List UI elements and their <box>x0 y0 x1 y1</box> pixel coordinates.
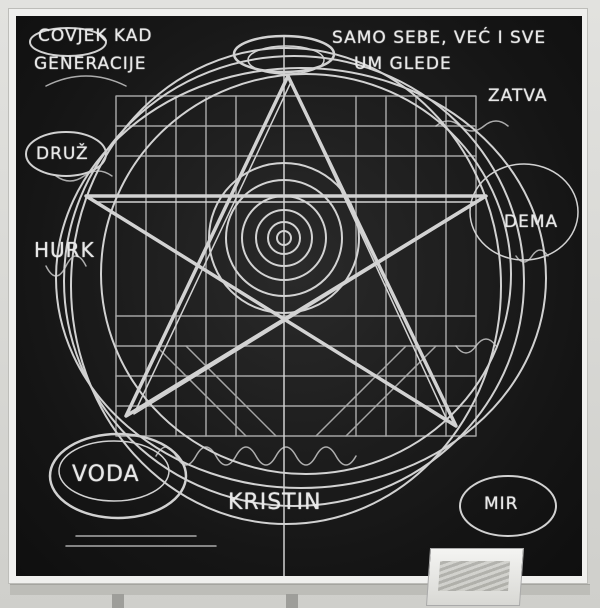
chalk-text-druz: DRUŽ <box>36 144 89 164</box>
chalk-grid <box>115 95 477 437</box>
chalk-tray <box>10 584 590 595</box>
eraser <box>425 548 525 606</box>
chalk-text-kristin: KRISTIN <box>228 490 322 515</box>
ellipse-druz <box>25 131 107 177</box>
chalk-drawing <box>25 27 579 576</box>
outer-circles <box>55 47 547 525</box>
chalk-text-samo-sebe: SAMO SEBE, VEĆ I SVE <box>332 28 547 48</box>
chalkboard: COVJEK KAD SAMO SEBE, VEĆ I SVE GENERACI… <box>16 16 582 576</box>
chalk-text-voda: VODA <box>72 462 140 487</box>
ellipse-mir <box>459 475 557 537</box>
chalk-text-zatva: ZATVA <box>488 86 548 106</box>
ellipse-covjek <box>29 27 107 57</box>
chalk-text-hurk: HURK <box>34 238 95 262</box>
stand-leg <box>112 594 124 608</box>
chalk-scribbles <box>45 75 549 547</box>
stand-leg <box>286 594 298 608</box>
chalk-text-dema: DEMA <box>504 212 559 232</box>
chalk-text-covjek: COVJEK KAD <box>38 26 153 46</box>
chalk-text-gledaju: UM GLEDE <box>354 54 452 74</box>
top-ellipse <box>232 34 336 74</box>
chalk-text-generacije: GENERACIJE <box>34 54 147 74</box>
ellipse-voda <box>48 432 188 520</box>
chalk-text-mir: MIR <box>484 494 519 514</box>
